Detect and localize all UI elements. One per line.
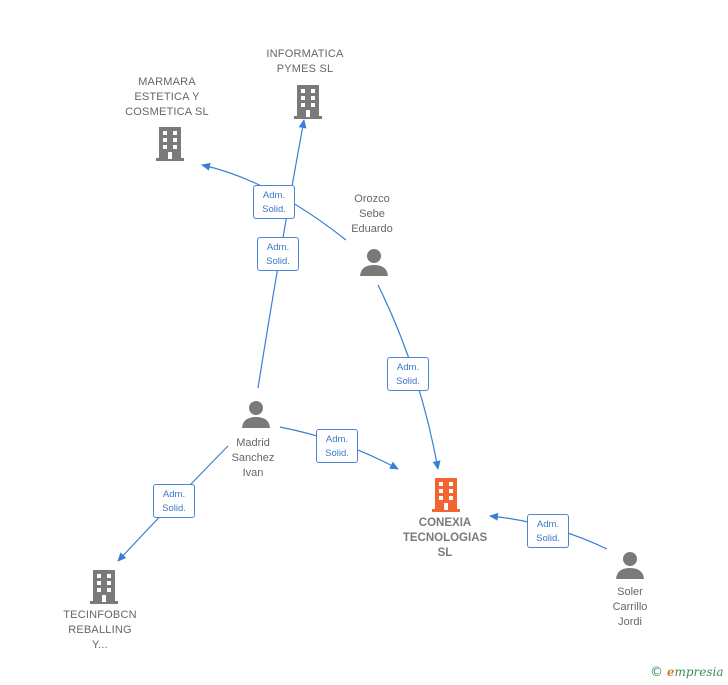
- edge-label-madrid-conexia[interactable]: Adm. Solid.: [316, 429, 358, 463]
- edge-label-soler-conexia[interactable]: Adm. Solid.: [527, 514, 569, 548]
- node-label-marmara[interactable]: MARMARA ESTETICA Y COSMETICA SL: [125, 76, 209, 118]
- edge-label-orozco-conexia[interactable]: Adm. Solid.: [387, 357, 429, 391]
- node-label-informatica[interactable]: INFORMATICA PYMES SL: [266, 48, 344, 75]
- node-label-tecinfobcn[interactable]: TECINFOBCN REBALLING Y...: [63, 609, 137, 651]
- person-icon[interactable]: [241, 399, 271, 429]
- edge-label-orozco-marmara[interactable]: Adm. Solid.: [253, 185, 295, 219]
- copyright-symbol: ©: [650, 665, 663, 680]
- node-label-soler[interactable]: Soler Carrillo Jordi: [612, 586, 648, 628]
- person-icon[interactable]: [615, 550, 645, 580]
- node-label-conexia[interactable]: CONEXIA TECNOLOGIAS SL: [402, 517, 488, 559]
- edge-label-madrid-tecinfobcn[interactable]: Adm. Solid.: [153, 484, 195, 518]
- building-icon[interactable]: [430, 477, 462, 513]
- brand-initial: e: [666, 665, 675, 679]
- empresia-watermark: © empresia: [650, 665, 724, 680]
- person-icon[interactable]: [359, 247, 389, 277]
- building-icon[interactable]: [292, 84, 324, 120]
- brand-name: mpresia: [674, 665, 724, 679]
- building-icon[interactable]: [154, 126, 186, 162]
- node-label-madrid[interactable]: Madrid Sanchez Ivan: [231, 437, 275, 479]
- edge-label-madrid-informatica[interactable]: Adm. Solid.: [257, 237, 299, 271]
- building-icon[interactable]: [88, 569, 120, 605]
- node-label-orozco[interactable]: Orozco Sebe Eduardo: [351, 193, 393, 235]
